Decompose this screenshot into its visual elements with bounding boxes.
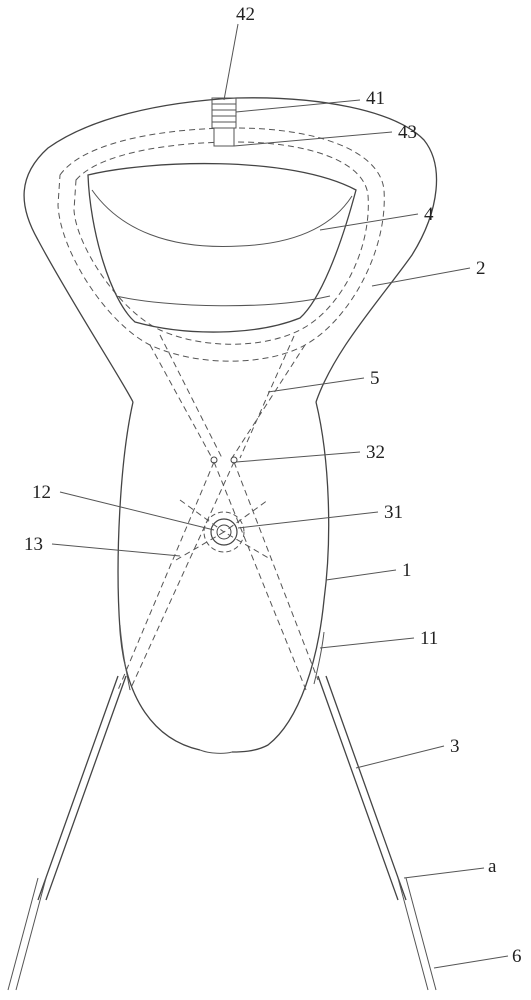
leader-42 [223, 23, 239, 101]
label-13: 13 [24, 534, 43, 555]
leader-3 [355, 745, 445, 769]
seat-curve [91, 189, 353, 247]
label-41: 41 [366, 88, 385, 109]
leader-5 [267, 377, 365, 393]
strap-lower-left [117, 461, 235, 691]
leader-12 [59, 491, 215, 531]
leader-a [403, 867, 485, 879]
body-left-side [117, 401, 201, 751]
label-11: 11 [420, 628, 438, 649]
label-1: 1 [402, 560, 412, 581]
spring-element [211, 97, 237, 147]
body-bottom-curve [199, 749, 233, 754]
strap-left-upper [149, 334, 223, 459]
leader-6 [433, 955, 509, 969]
label-43: 43 [398, 122, 417, 143]
label-a: a [488, 856, 497, 877]
leader-43 [233, 131, 393, 147]
leader-4 [319, 213, 419, 231]
leader-31 [237, 511, 379, 529]
label-3: 3 [450, 736, 460, 757]
body-right-side [231, 401, 330, 753]
label-31: 31 [384, 502, 403, 523]
ring-dash-outer [57, 127, 385, 362]
center-hinge [203, 511, 245, 553]
leader-32 [235, 451, 361, 463]
label-4: 4 [424, 204, 434, 225]
right-leg [317, 675, 437, 991]
leader-1 [325, 569, 397, 581]
leader-13 [51, 543, 181, 557]
label-6: 6 [512, 946, 522, 967]
left-leg [7, 675, 127, 991]
leader-11 [319, 637, 415, 649]
label-32: 32 [366, 442, 385, 463]
hinge-bracket [175, 499, 273, 561]
label-12: 12 [32, 482, 51, 503]
seam-right [313, 631, 325, 685]
label-42: 42 [236, 4, 255, 25]
window-lower-curve [115, 295, 331, 307]
label-5: 5 [370, 368, 380, 389]
leader-2 [371, 267, 471, 287]
seam-left [119, 624, 131, 691]
ring-dash-inner [73, 141, 369, 345]
strap-right-upper [231, 335, 306, 459]
leader-41 [235, 99, 361, 113]
strap-lower-right [213, 461, 319, 691]
label-2: 2 [476, 258, 486, 279]
